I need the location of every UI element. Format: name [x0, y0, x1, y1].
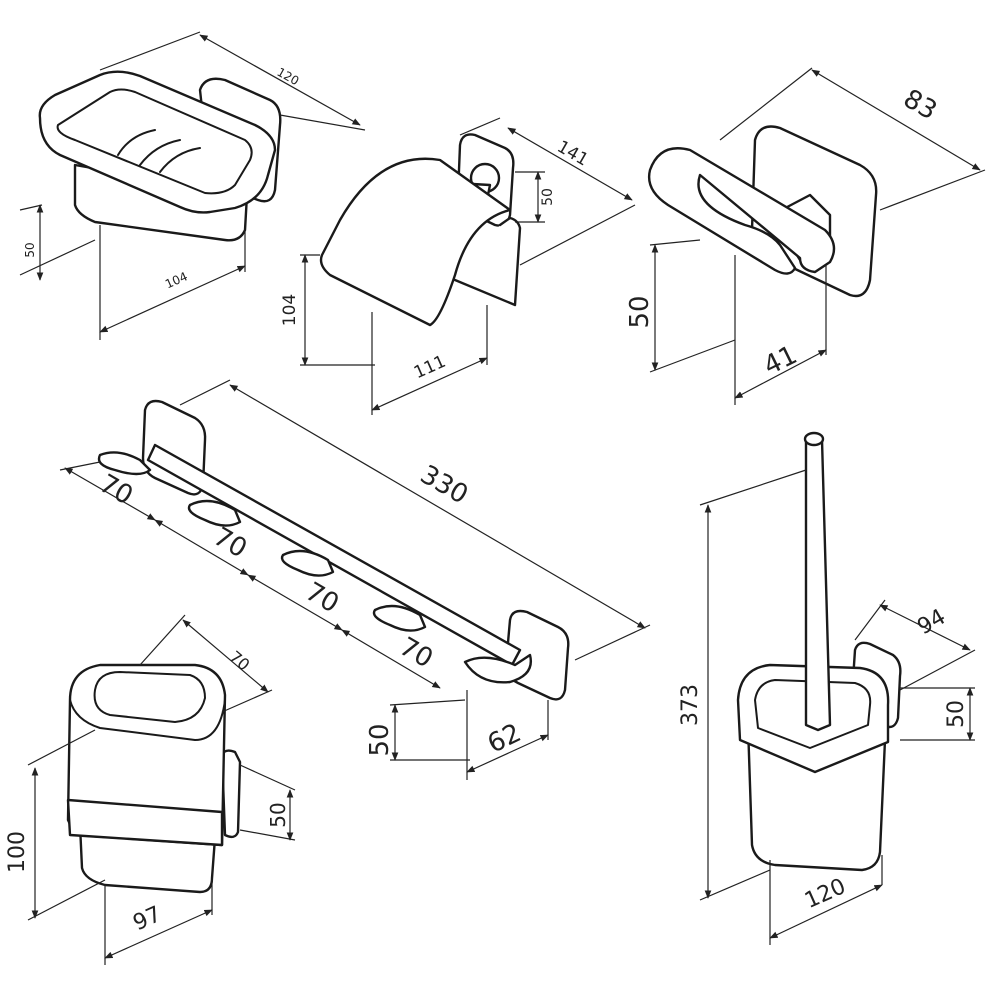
tumbler-mount-label: 50: [266, 802, 290, 827]
towel-hook: 83 50 41: [625, 67, 986, 405]
tumbler-depth-label: 97: [129, 902, 165, 936]
hook-height-label: 50: [625, 295, 655, 328]
rail-spacing-label: 70: [300, 577, 344, 620]
rail-spacing-label: 70: [94, 469, 138, 512]
brush-holder-width-label: 94: [913, 605, 950, 641]
brush-holder-mount-label: 50: [944, 700, 969, 728]
rail-depth-label: 62: [483, 718, 526, 759]
paper-holder-mount-label: 50: [540, 188, 556, 206]
soap-dish-height-label: 50: [23, 242, 37, 257]
rail-height-label: 50: [365, 723, 395, 756]
hook-depth-label: 41: [759, 340, 802, 381]
brush-holder-height-label: 373: [678, 684, 703, 726]
toilet-brush-holder: 373 94 50 120: [678, 431, 976, 945]
rail-spacing-label: 70: [394, 632, 438, 675]
rail-spacing-label: 70: [208, 522, 252, 565]
soap-dish-depth-label: 104: [163, 269, 190, 291]
brush-holder-depth-label: 120: [801, 874, 850, 914]
tumbler-height-label: 100: [5, 831, 30, 873]
paper-holder-height-label: 104: [280, 294, 300, 326]
soap-dish: 120 50 104: [19, 31, 366, 340]
hook-width-label: 83: [898, 84, 942, 127]
toilet-paper-holder: 141 50 104 111: [280, 117, 636, 415]
tumbler-width-label: 70: [226, 647, 254, 675]
tumbler-holder: 70 100 50 97: [5, 614, 296, 965]
rail-length-label: 330: [415, 460, 473, 511]
